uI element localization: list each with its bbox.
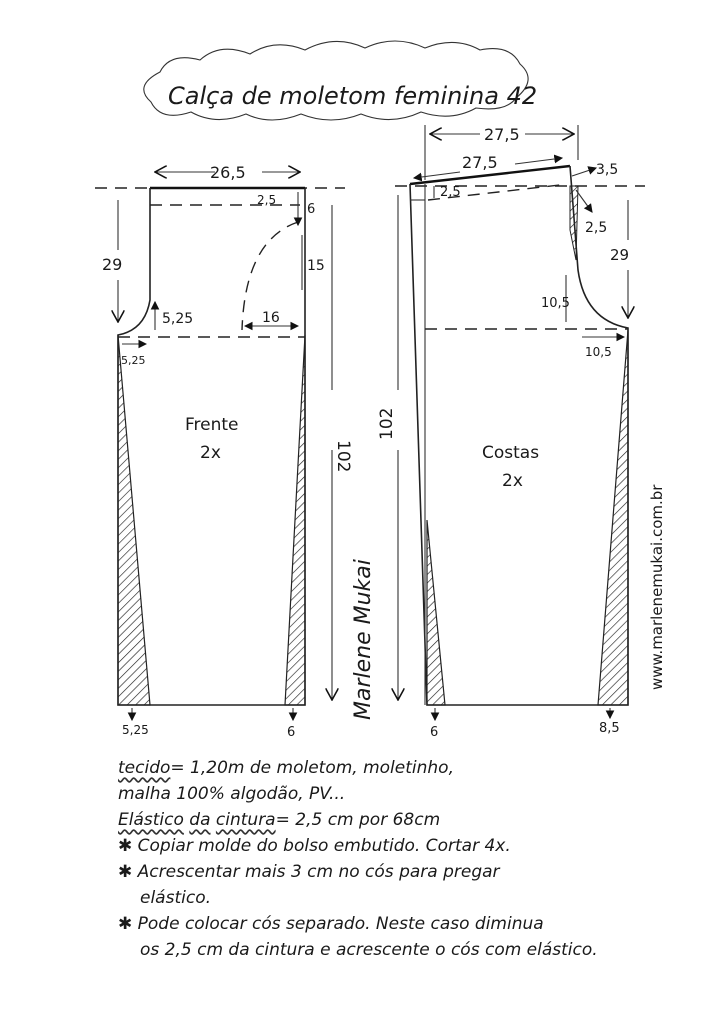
front-pocket-depth-dim: 15 (307, 258, 325, 274)
front-waist-dim: 26,5 (210, 163, 246, 182)
back-label: Costas (482, 443, 539, 463)
back-hem-left-dim: 6 (430, 725, 438, 740)
fabric-text-2: malha 100% algodão, PV... (118, 784, 346, 804)
back-side-in-dim: 2,5 (585, 220, 607, 236)
back-waist-top-dim: 27,5 (484, 125, 520, 144)
note-separate-waistband-cont: os 2,5 cm da cintura e acrescente o cós … (140, 940, 598, 960)
website-watermark: www.marlenemukai.com.br (648, 484, 666, 690)
front-hem-left-dim: 5,25 (122, 723, 149, 737)
back-piece: 27,5 27,5 3,5 2,5 2,5 29 10,5 10,5 102 C… (377, 125, 629, 740)
title-cloud: Calça de moletom feminina 42 (143, 40, 537, 121)
note-pocket: ✱ Copiar molde do bolso embutido. Cortar… (118, 836, 511, 856)
front-crotch-width-dim: 5,25 (121, 354, 146, 367)
elastic-text: = 2,5 cm por 68cm (275, 810, 441, 830)
note-waistband-cont: elástico. (140, 888, 211, 908)
back-raise-dim: 3,5 (596, 162, 618, 178)
back-rise-dim: 29 (610, 246, 629, 264)
back-hem-right-dim: 8,5 (599, 721, 620, 736)
fabric-text: = 1,20m de moletom, moletinho, (170, 758, 454, 778)
back-waistband-dim: 2,5 (440, 185, 461, 200)
front-pocket-width-dim: 16 (262, 310, 280, 326)
back-length-dim: 102 (377, 408, 397, 440)
front-hem-right-dim: 6 (287, 725, 295, 740)
note-waistband: ✱ Acrescentar mais 3 cm no cós para preg… (118, 862, 500, 882)
front-rise-dim: 29 (102, 255, 122, 274)
front-piece: 26,5 2,5 6 15 16 29 5,25 5,25 102 Frente… (102, 163, 353, 740)
signature: Marlene Mukai (351, 559, 376, 720)
elastic-label-1: Elástico (118, 810, 184, 830)
front-crotch-height-dim: 5,25 (162, 311, 193, 327)
page-title: Calça de moletom feminina 42 (168, 82, 537, 110)
front-count: 2x (200, 443, 221, 463)
elastic-label-2: da (189, 810, 211, 830)
back-crotch-height-dim: 10,5 (541, 296, 570, 311)
back-crotch-width-dim: 10,5 (585, 345, 612, 359)
note-separate-waistband: ✱ Pode colocar cós separado. Neste caso … (118, 914, 544, 934)
front-pocket-top-dim: 6 (307, 202, 315, 217)
elastic-label-3: cintura (215, 810, 276, 830)
fabric-label: tecido (118, 758, 171, 778)
back-waist-dim: 27,5 (462, 153, 498, 172)
front-waistband-dim: 2,5 (257, 193, 276, 207)
back-count: 2x (502, 471, 523, 491)
notes: tecido= 1,20m de moletom, moletinho, mal… (118, 755, 718, 963)
front-length-dim: 102 (333, 440, 353, 472)
front-label: Frente (185, 415, 239, 435)
